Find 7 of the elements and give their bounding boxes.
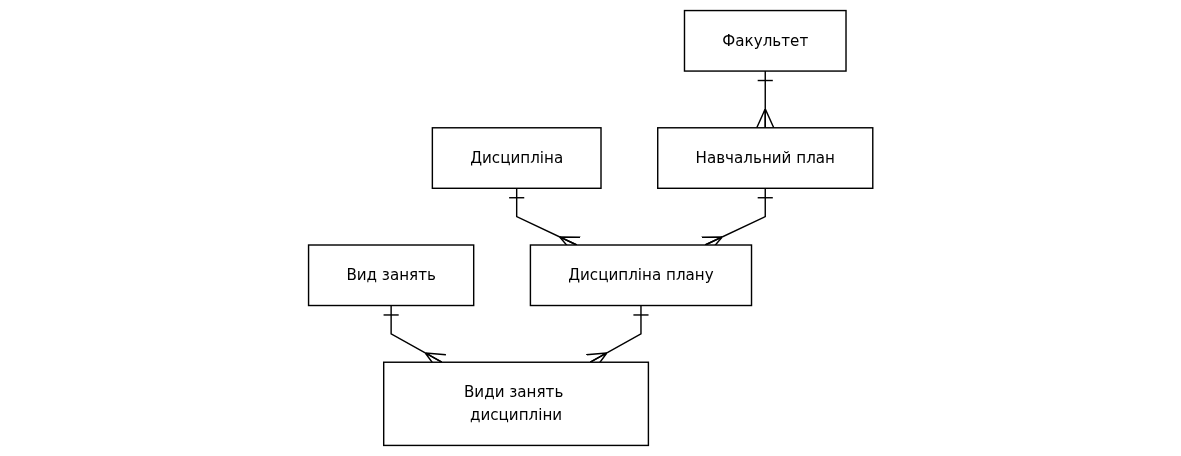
node-box: Факультет	[683, 9, 847, 72]
node-box: Види занять дисципліни	[382, 361, 649, 447]
node-box: Дисципліна	[431, 127, 602, 189]
node-box: Дисципліна плану	[529, 244, 753, 307]
node-box: Вид занять	[307, 244, 475, 307]
node-box: Навчальний план	[656, 127, 874, 189]
connector	[755, 70, 775, 129]
